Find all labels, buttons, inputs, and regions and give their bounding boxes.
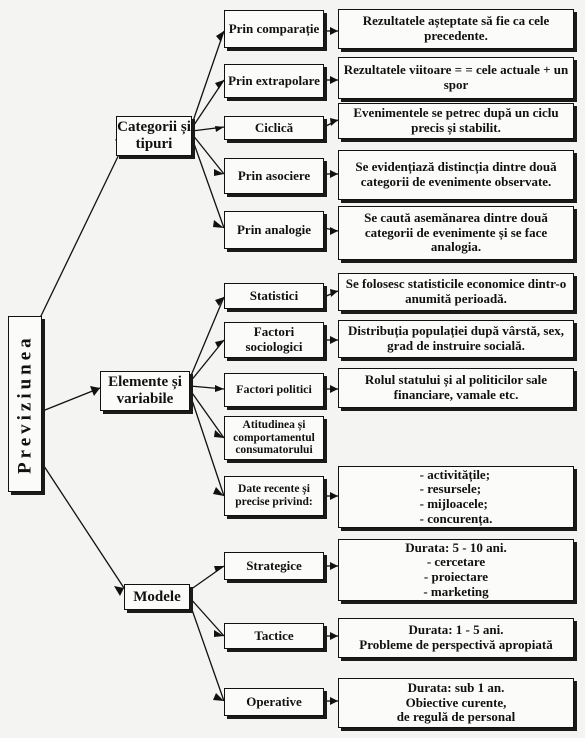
desc-date-recente: - activitățile; - resursele; - mijloacel…: [338, 466, 574, 528]
desc-analogie: Se caută asemănarea dintre două categori…: [338, 206, 574, 260]
item-marketing: - marketing: [423, 583, 489, 599]
elem-atitudinea: Atitudinea și comportamentul consumatoru…: [224, 416, 324, 460]
elem-sociologici: Factori sociologici: [224, 322, 324, 358]
group-modele: Modele: [124, 584, 190, 610]
desc-statistici: Se folosesc statisticile economice dintr…: [338, 273, 574, 311]
item-personal: de regulă de personal: [396, 709, 516, 725]
desc-tactice: Durata: 1 - 5 ani. Probleme de perspecti…: [338, 618, 574, 658]
item-probleme: Probleme de perspectivă apropiată: [359, 637, 553, 652]
item-concurenta: - concurența.: [419, 510, 493, 526]
model-tactice: Tactice: [224, 623, 324, 649]
cat-extrapolare: Prin extrapolare: [224, 64, 324, 98]
root-previziunea: Previziunea: [8, 316, 42, 492]
duration-operative: Durata: sub 1 an.: [407, 680, 505, 696]
elem-date-recente: Date recente și precise privind:: [224, 476, 324, 516]
item-proiectare: - proiectare: [423, 569, 489, 584]
desc-extrapolare: Rezultatele viitoare = = cele actuale + …: [338, 57, 574, 99]
duration-strategice: Durata: 5 - 10 ani.: [405, 539, 507, 555]
elem-statistici: Statistici: [224, 283, 324, 309]
desc-ciclica: Evenimentele se petrec după un ciclu pre…: [338, 103, 574, 139]
cat-analogie: Prin analogie: [224, 211, 324, 249]
desc-strategice: Durata: 5 - 10 ani. - cercetare - proiec…: [338, 539, 574, 601]
desc-comparatie: Rezultatele așteptate să fie ca cele pre…: [338, 9, 574, 49]
desc-sociologici: Distribuția populației după vârstă, sex,…: [338, 320, 574, 358]
group-categorii: Categorii și tipuri: [116, 116, 192, 156]
desc-asociere: Se evidențiază distincția dintre două ca…: [338, 150, 574, 200]
duration-tactice: Durata: 1 - 5 ani.: [408, 622, 504, 638]
cat-asociere: Prin asociere: [224, 158, 324, 194]
item-obiective: Obiective curente,: [405, 694, 507, 710]
item-mijloacele: - mijloacele;: [419, 496, 488, 511]
desc-politici: Rolul statului și al politicilor sale fi…: [338, 368, 574, 408]
elem-politici: Factori politici: [224, 373, 324, 407]
desc-operative: Durata: sub 1 an. Obiective curente, de …: [338, 678, 574, 728]
cat-ciclica: Ciclică: [224, 116, 324, 140]
group-elemente: Elemente și variabile: [100, 371, 190, 411]
item-activitatile: - activitățile;: [419, 466, 491, 482]
item-cercetare: - cercetare: [426, 554, 486, 570]
model-operative: Operative: [224, 688, 324, 716]
cat-comparatie: Prin comparație: [224, 10, 324, 48]
model-strategice: Strategice: [224, 552, 324, 580]
item-resursele: - resursele;: [419, 481, 482, 497]
